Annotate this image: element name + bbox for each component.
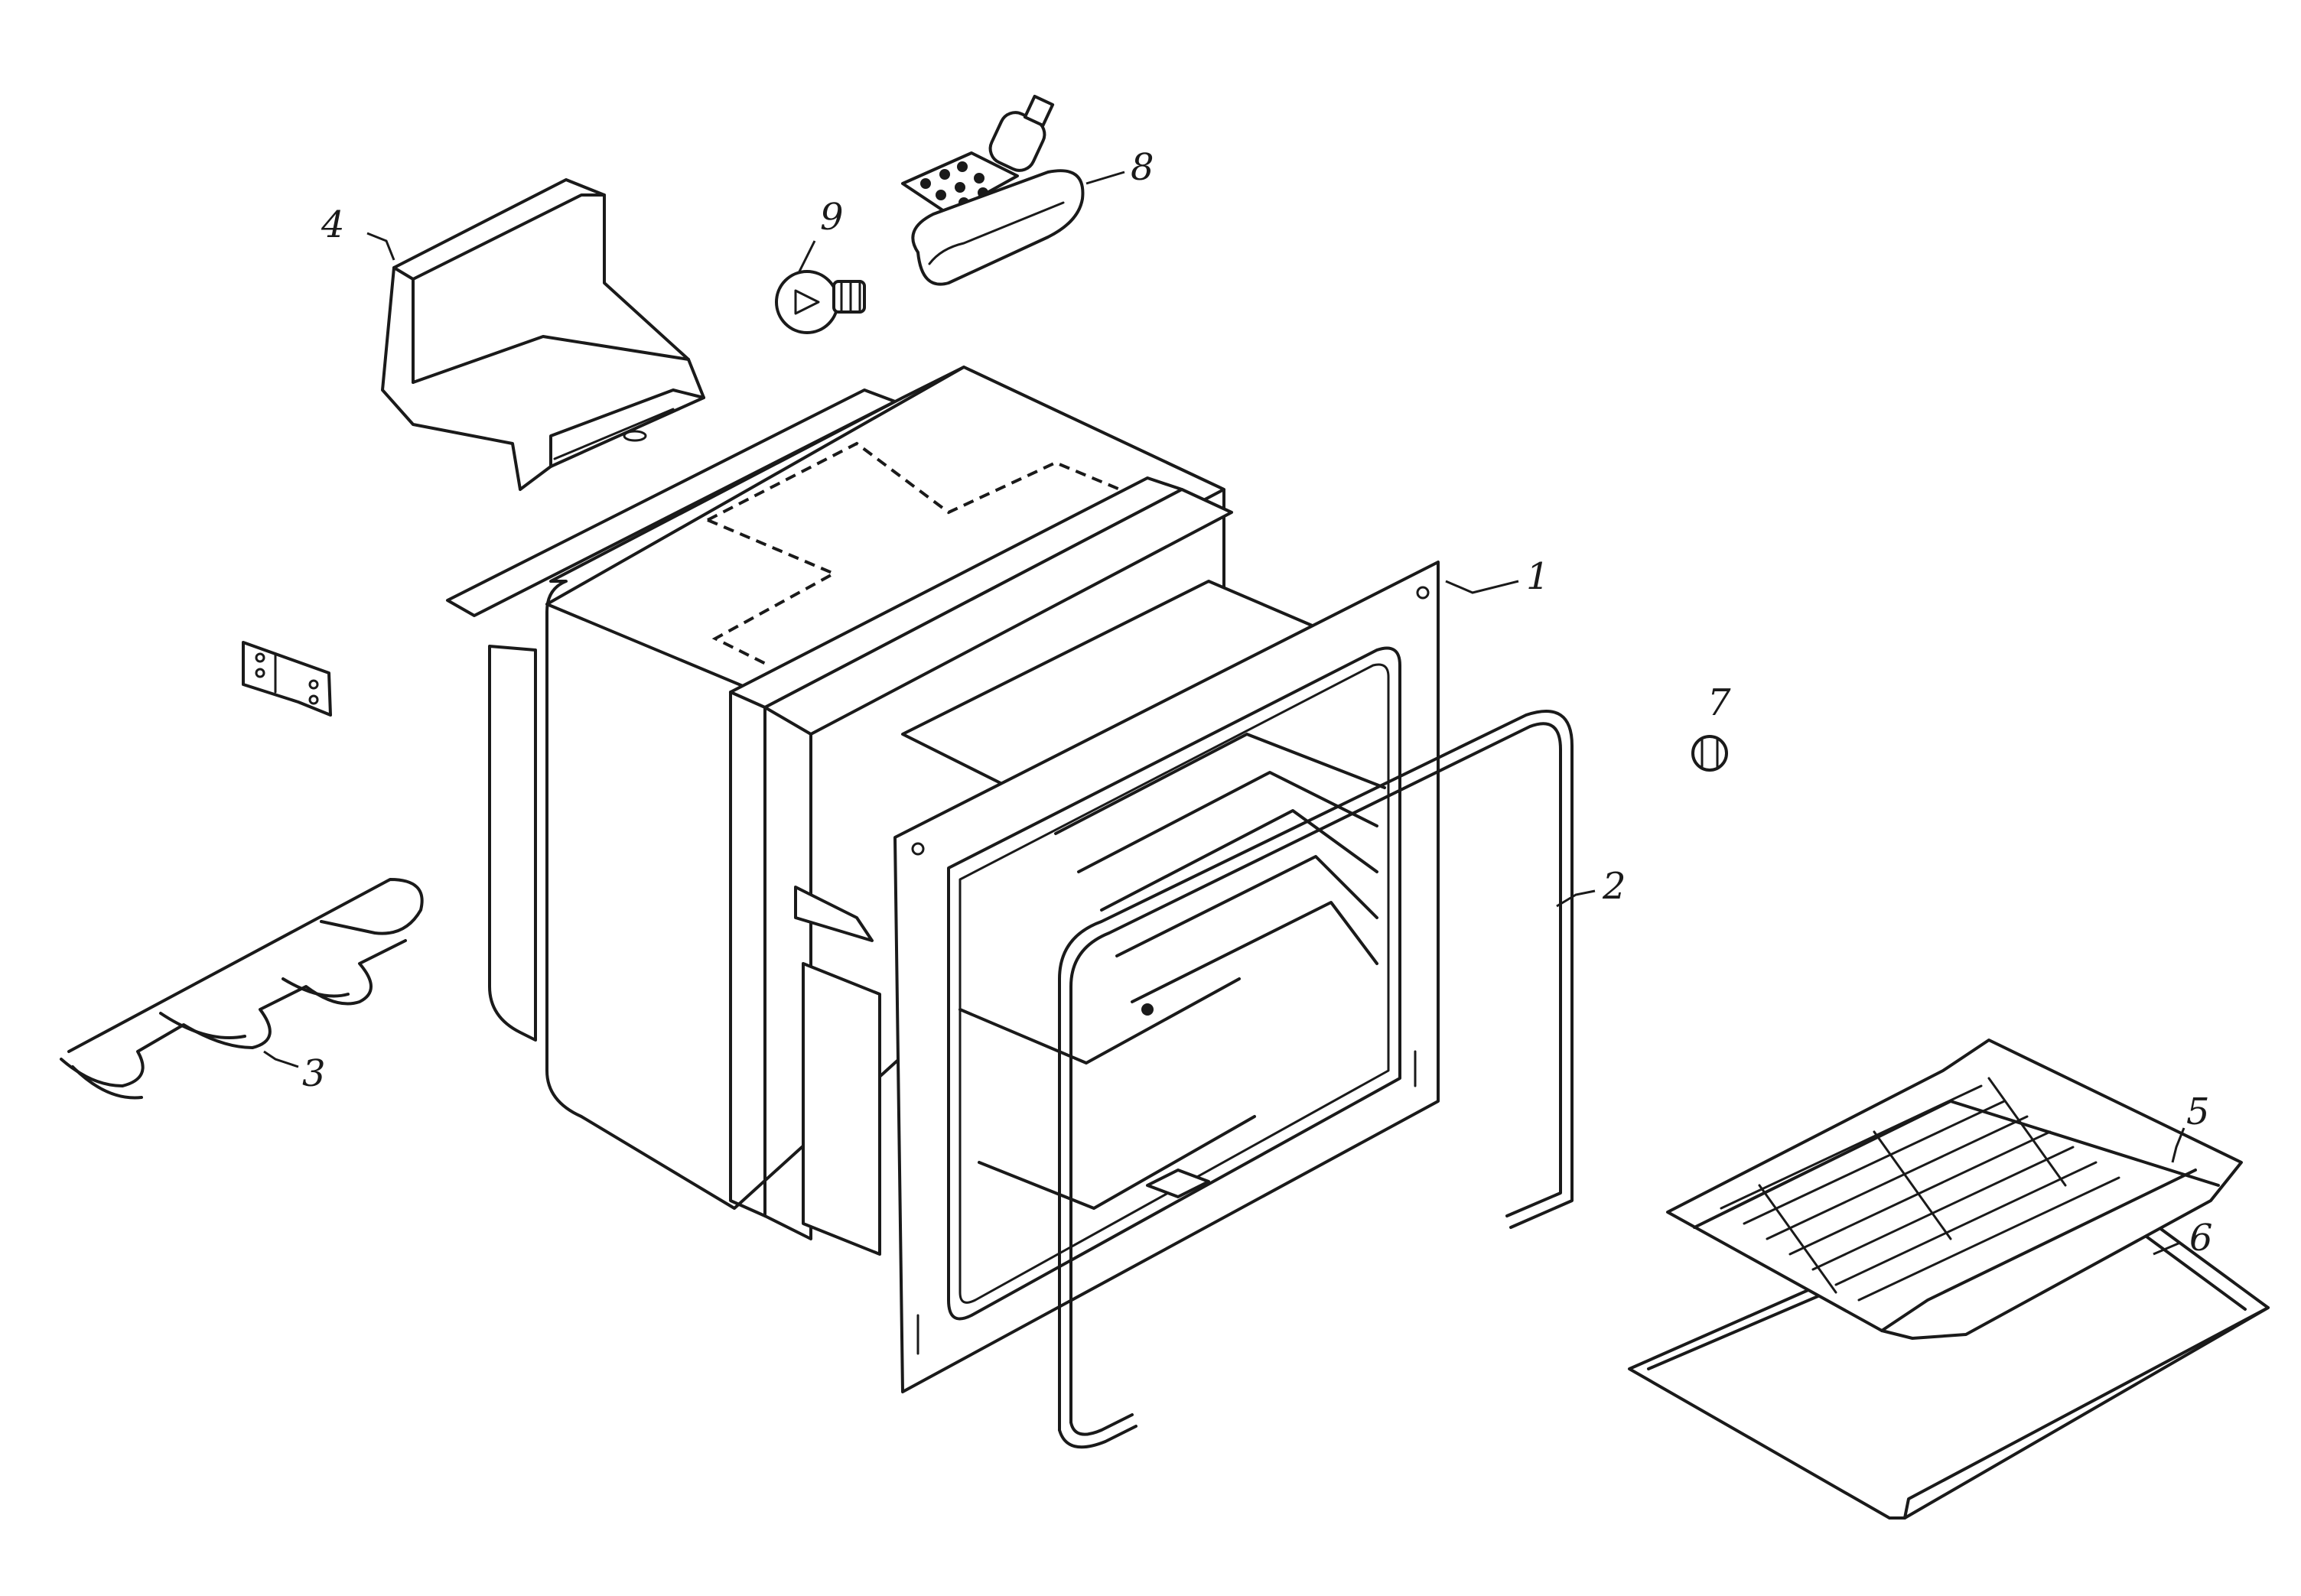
part-7-clip xyxy=(1691,735,1728,772)
callout-1: 1 xyxy=(1526,555,1550,598)
callout-8: 8 xyxy=(1131,146,1154,189)
mounting-bracket xyxy=(242,641,332,717)
callout-4: 4 xyxy=(321,203,345,246)
callout-6: 6 xyxy=(2189,1217,2213,1260)
part-5-wire-shelf xyxy=(1666,1039,2243,1340)
part-3-heating-element xyxy=(60,878,424,1100)
callout-9: 9 xyxy=(820,196,844,239)
part-9-light-bulb xyxy=(775,270,866,334)
part-2-door-seal xyxy=(1058,710,1574,1449)
part-4-top-duct xyxy=(381,178,705,491)
callout-7: 7 xyxy=(1707,681,1731,724)
part-8-lamp-housing xyxy=(901,94,1085,286)
callouts: 4 9 8 1 7 2 3 5 6 xyxy=(302,146,2213,1260)
part-1-oven-cavity xyxy=(446,366,1440,1393)
leader-lines xyxy=(263,171,2185,1256)
callout-2: 2 xyxy=(1602,865,1626,908)
callout-5: 5 xyxy=(2186,1091,2210,1133)
callout-3: 3 xyxy=(302,1052,326,1095)
